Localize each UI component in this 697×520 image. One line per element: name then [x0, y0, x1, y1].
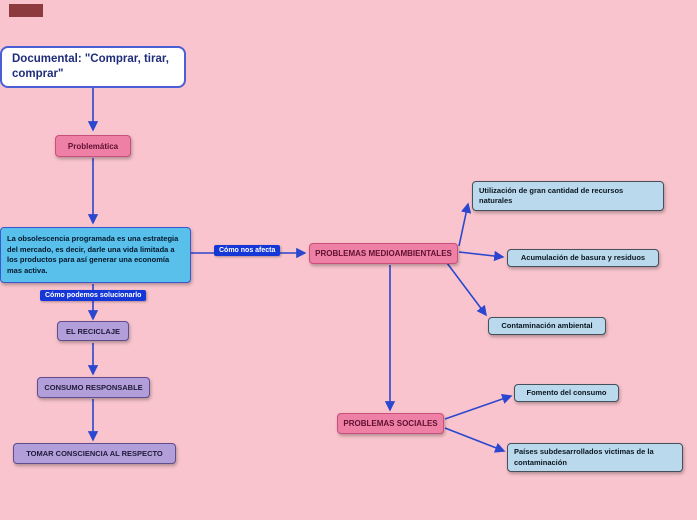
node-problemas-medioambientales[interactable]: PROBLEMAS MEDIOAMBIENTALES	[309, 243, 458, 264]
node-fomento-consumo[interactable]: Fomento del consumo	[514, 384, 619, 402]
canvas-corner-marker	[9, 4, 43, 17]
node-basura-residuos[interactable]: Acumulación de basura y residuos	[507, 249, 659, 267]
node-recursos-naturales[interactable]: Utilización de gran cantidad de recursos…	[472, 181, 664, 211]
node-problemas-sociales[interactable]: PROBLEMAS SOCIALES	[337, 413, 444, 434]
node-tomar-consciencia[interactable]: TOMAR CONSCIENCIA AL RESPECTO	[13, 443, 176, 464]
node-obsolescencia[interactable]: La obsolescencia programada es una estra…	[0, 227, 191, 283]
edge-label-como-solucionarlo[interactable]: Cómo podemos solucionarlo	[40, 290, 147, 301]
node-paises-subdesarrollados[interactable]: Países subdesarrollados victimas de la c…	[507, 443, 683, 472]
node-el-reciclaje[interactable]: EL RECICLAJE	[57, 321, 129, 341]
node-contaminacion-ambiental[interactable]: Contaminación ambiental	[488, 317, 606, 335]
node-consumo-responsable[interactable]: CONSUMO RESPONSABLE	[37, 377, 150, 398]
node-problematica[interactable]: Problemática	[55, 135, 131, 157]
edge-label-como-nos-afecta[interactable]: Cómo nos afecta	[214, 245, 281, 256]
node-documental-title[interactable]: Documental: "Comprar, tirar, comprar"	[0, 46, 186, 88]
